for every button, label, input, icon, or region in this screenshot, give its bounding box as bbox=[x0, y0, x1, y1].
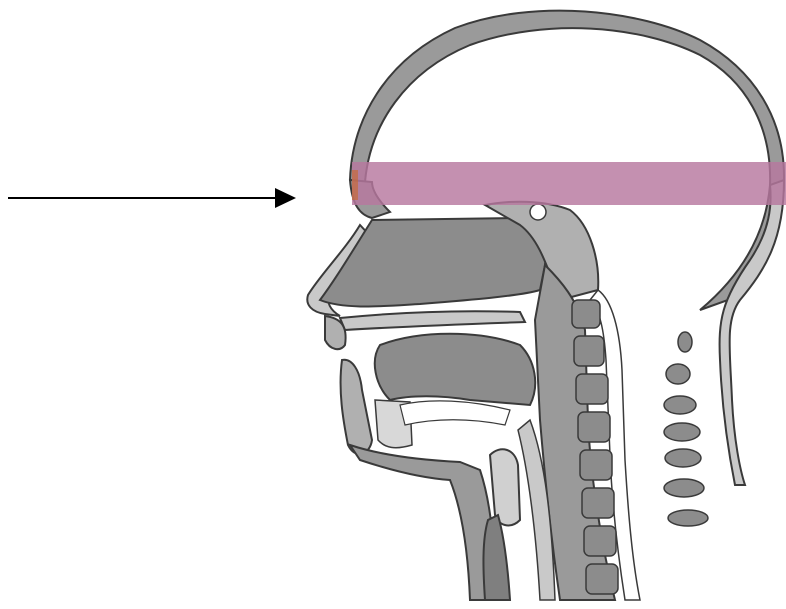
spinous-process bbox=[678, 332, 692, 352]
spinous-process bbox=[668, 510, 708, 526]
spinous-process bbox=[664, 396, 696, 414]
neck-back-outline bbox=[720, 180, 784, 485]
vertebra-c4 bbox=[578, 412, 610, 442]
tongue bbox=[375, 334, 535, 405]
trachea bbox=[483, 515, 510, 600]
band-edge-accent bbox=[352, 170, 358, 200]
sphenoid-sinus bbox=[530, 204, 546, 220]
vertebra-c6 bbox=[582, 488, 614, 518]
throat-front bbox=[350, 445, 495, 600]
vertebra-c7 bbox=[584, 526, 616, 556]
vertebra-t1 bbox=[586, 564, 618, 594]
larynx bbox=[490, 449, 520, 525]
vertebra-c3 bbox=[576, 374, 608, 404]
spinous-processes bbox=[664, 332, 708, 526]
highlight-band bbox=[352, 162, 786, 205]
nasal-cavity bbox=[320, 218, 546, 307]
spinous-process bbox=[664, 423, 700, 441]
hard-palate bbox=[340, 311, 525, 330]
spinous-process bbox=[664, 479, 704, 497]
vertebra-c5 bbox=[580, 450, 612, 480]
spinous-process bbox=[665, 449, 701, 467]
spinous-process bbox=[666, 364, 690, 384]
lower-lip-chin bbox=[341, 360, 372, 454]
oral-cavity bbox=[400, 401, 510, 425]
arrow-right-icon bbox=[275, 188, 296, 208]
vertebra-c1 bbox=[572, 300, 600, 328]
vertebra-c2 bbox=[574, 336, 604, 366]
pointer-arrow bbox=[8, 188, 296, 208]
